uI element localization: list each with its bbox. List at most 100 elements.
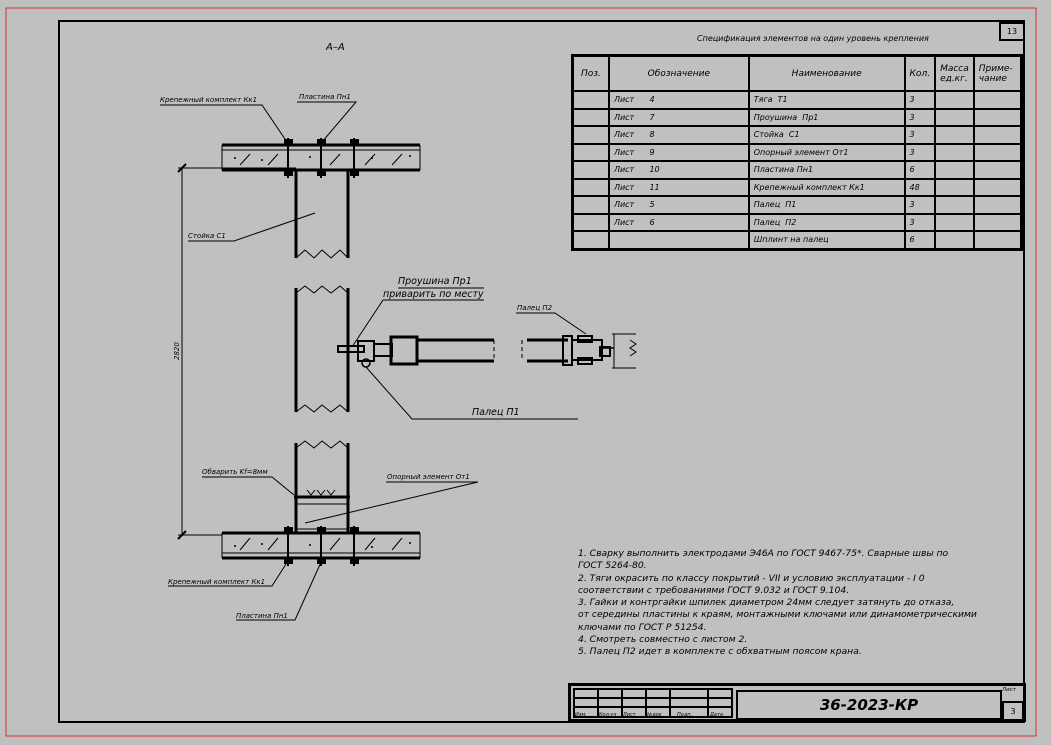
cell-pos — [571, 160, 610, 180]
cell-note — [972, 177, 1023, 197]
cell-mass — [934, 177, 975, 197]
dimension-value: 2820 — [173, 342, 181, 360]
cell-name: Палец П1 — [747, 195, 906, 215]
cell-name: Проушина Пр1 — [747, 107, 906, 127]
leaders — [160, 101, 587, 621]
cell-designation: Лист 4 — [607, 90, 750, 110]
label-palec-p2: Палец П2 — [517, 304, 553, 312]
cell-name: Пластина Пн1 — [747, 160, 906, 180]
cell-note — [972, 195, 1023, 215]
cell-designation: Лист 11 — [607, 177, 750, 197]
cell-pos — [571, 125, 610, 145]
label-kk1-bottom: Крепежный комплект Кк1 — [168, 578, 265, 586]
cell-note — [972, 230, 1023, 250]
cell-pos — [571, 177, 610, 197]
spec-header-mass: Масса ед.кг. — [934, 54, 975, 92]
cell-mass — [934, 142, 975, 162]
cell-designation: Лист 6 — [607, 212, 750, 232]
label-kk1-top: Крепежный комплект Кк1 — [160, 96, 257, 104]
cell-mass — [934, 212, 975, 232]
cell-qty: 6 — [903, 160, 937, 180]
general-notes: 1. Сварку выполнить электродами Э46А по … — [578, 548, 998, 659]
label-stoyka: Стойка С1 — [188, 232, 226, 240]
spec-header-row: Поз. Обозначение Наименование Кол. Масса… — [571, 54, 1023, 92]
cell-qty: 3 — [903, 195, 937, 215]
label-pn1-top: Пластина Пн1 — [299, 93, 351, 101]
note-line: 2. Тяги окрасить по классу покрытий - VI… — [578, 572, 925, 584]
spec-header-designation: Обозначение — [607, 54, 750, 92]
cell-pos — [571, 195, 610, 215]
label-proushina-1: Проушина Пр1 — [398, 276, 472, 287]
cell-qty: 3 — [903, 212, 937, 232]
label-palec-p1: Палец П1 — [472, 407, 520, 418]
bottom-slab — [221, 526, 421, 566]
cell-pos — [571, 230, 610, 250]
spec-header-note: Приме- чание — [972, 54, 1023, 92]
stamp-sheet-value: 3 — [1002, 701, 1024, 722]
cell-note — [972, 125, 1023, 145]
cell-qty: 6 — [903, 230, 937, 250]
cell-name: Шплинт на палец — [747, 230, 906, 250]
stamp-col-label: №док — [647, 712, 662, 718]
spec-table: Поз. Обозначение Наименование Кол. Масса… — [571, 54, 1023, 251]
tie-rod-assembly — [337, 333, 637, 369]
title-block: Изм. Кол.уч Лист №док Подп. Дата 36-2023… — [568, 683, 1026, 722]
note-line: 5. Палец П2 идет в комплекте с обхватным… — [578, 646, 862, 658]
cell-name: Палец П2 — [747, 212, 906, 232]
note-line: соответствии с требованиями ГОСТ 9.032 и… — [578, 584, 850, 596]
cell-designation: Лист 5 — [607, 195, 750, 215]
cell-note — [972, 142, 1023, 162]
stamp-sheet-label: Лист — [1002, 687, 1016, 693]
spec-header-qty: Кол. — [903, 54, 937, 92]
spec-header-pos: Поз. — [571, 54, 610, 92]
cell-qty: 3 — [903, 107, 937, 127]
stamp-col-label: Подп. — [677, 712, 693, 718]
stamp-col-label: Дата — [710, 712, 723, 718]
cell-note — [972, 90, 1023, 110]
note-line: ключами по ГОСТ Р 51254. — [578, 621, 707, 633]
cell-designation: Лист 9 — [607, 142, 750, 162]
section-label: А–А — [325, 42, 345, 53]
label-proushina-2: приварить по месту — [383, 289, 484, 300]
cell-designation — [607, 230, 750, 250]
cell-mass — [934, 160, 975, 180]
label-obvarit: Обварить Kf=8мм — [202, 468, 268, 476]
cell-mass — [934, 125, 975, 145]
sheet-number: 13 — [999, 22, 1025, 41]
cell-qty: 3 — [903, 125, 937, 145]
cell-pos — [571, 90, 610, 110]
cell-mass — [934, 195, 975, 215]
cell-qty: 3 — [903, 142, 937, 162]
document-code: 36-2023-КР — [736, 690, 1002, 720]
cell-note — [972, 212, 1023, 232]
dimension-2820 — [177, 163, 296, 540]
spec-title: Спецификация элементов на один уровень к… — [697, 34, 929, 43]
stamp-col-label: Лист — [623, 712, 636, 718]
note-line: 1. Сварку выполнить электродами Э46А по … — [578, 548, 949, 559]
cell-name: Опорный элемент От1 — [747, 142, 906, 162]
cell-designation: Лист 8 — [607, 125, 750, 145]
cell-designation: Лист 7 — [607, 107, 750, 127]
label-pn1-bottom: Пластина Пн1 — [236, 612, 288, 620]
spec-header-name: Наименование — [747, 54, 906, 92]
cell-mass — [934, 90, 975, 110]
label-opornyi: Опорный элемент От1 — [387, 473, 470, 481]
cell-mass — [934, 107, 975, 127]
cell-qty: 3 — [903, 90, 937, 110]
cell-designation: Лист 10 — [607, 160, 750, 180]
cell-note — [972, 160, 1023, 180]
cell-pos — [571, 142, 610, 162]
note-line: от середины пластины к краям, монтажными… — [578, 609, 977, 621]
top-slab — [221, 138, 421, 178]
cell-name: Стойка С1 — [747, 125, 906, 145]
title-block-grid — [573, 688, 733, 718]
